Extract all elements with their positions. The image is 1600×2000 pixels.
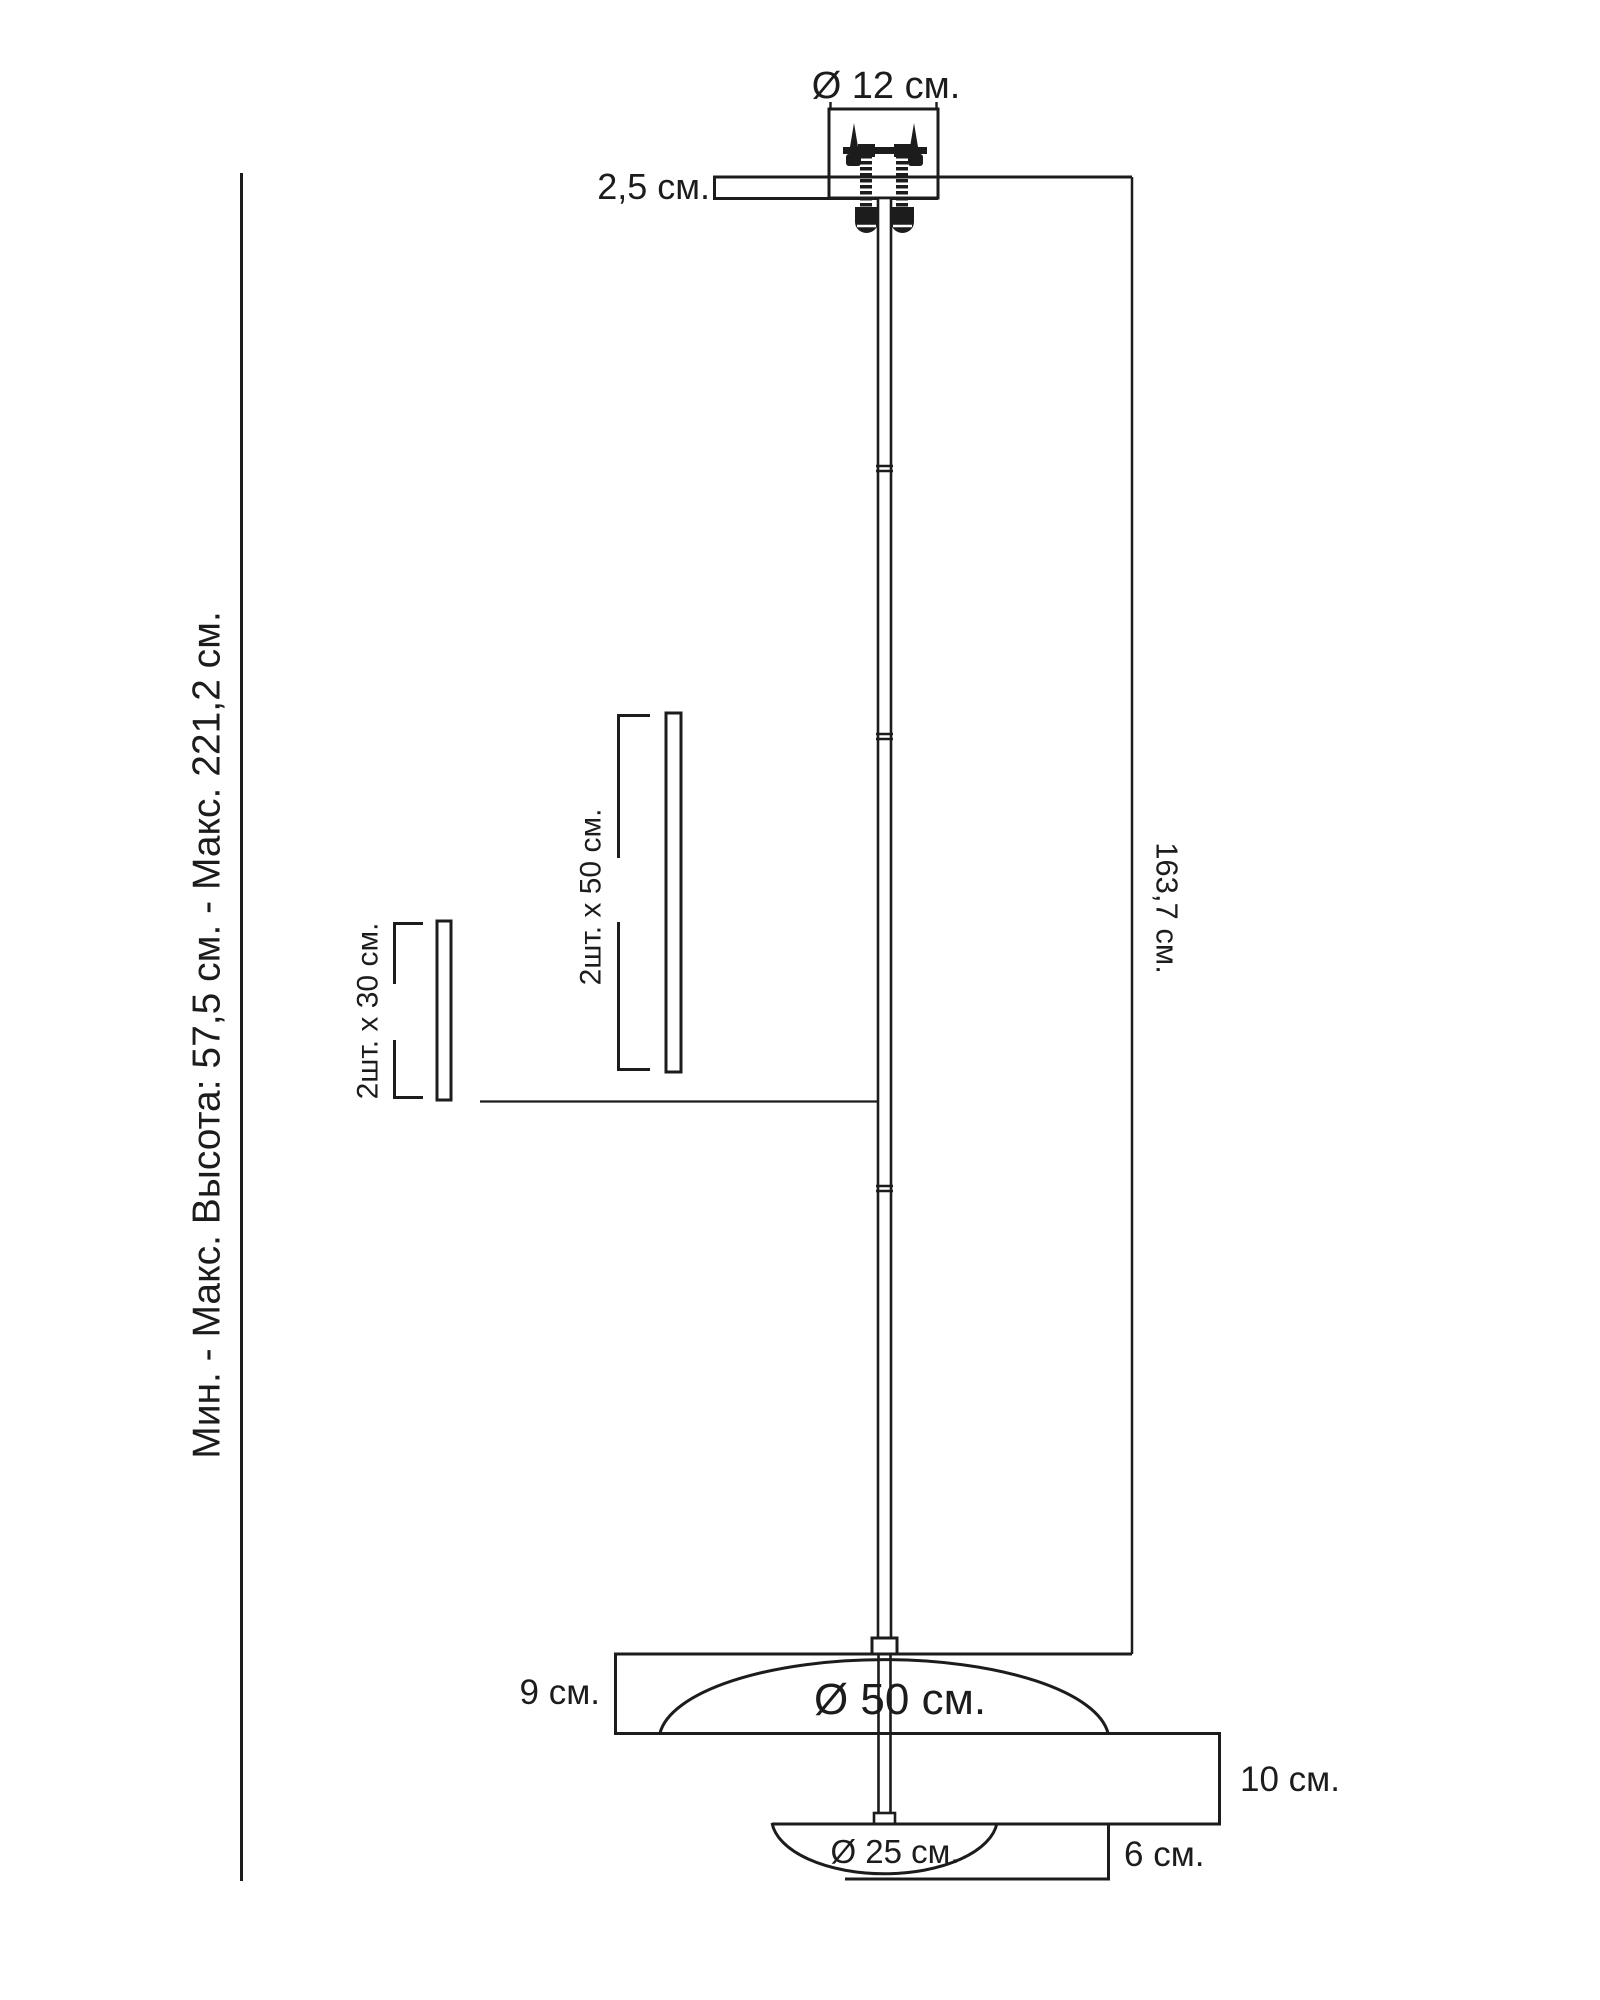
rod-diffuser-collar [872,1811,897,1826]
extension-50cm-label: 2шт. x 50 см. [575,809,608,986]
shade-dome-arc [658,1658,1110,1734]
rod-joint-2 [876,732,893,741]
rod-length-label: 163,7 см. [1150,842,1185,974]
rod-shade-collar [870,1636,899,1656]
rod-joint-3 [876,1184,893,1193]
mounting-nut-right [908,154,923,166]
diffuser-diameter-label: Ø 25 см. [830,1833,959,1870]
mounting-nut-left [846,154,861,166]
extension-50cm-bracket [617,714,650,1071]
shade-diameter-label: Ø 50 см. [814,1675,986,1724]
extension-rod-30cm [435,919,453,1102]
canopy-diameter-label: Ø 12 см. [812,65,961,107]
anchor-sleeve-right [891,207,914,233]
diffuser-bowl-arc [770,1822,999,1876]
overall-height-label: Мин. - Макс. Высота: 57,5 см. - Макс. 22… [186,611,229,1459]
rod-joint-1 [876,464,893,473]
shade-body-height-label: 10 см. [1240,1760,1340,1799]
anchor-sleeve-left [855,207,878,233]
mounting-screw-tip-right [910,123,918,147]
diffuser-height-label: 6 см. [1124,1835,1204,1874]
shade-rim-height-label: 9 см. [520,1673,600,1712]
main-rod-upper [876,196,893,1641]
plate-thickness-label: 2,5 см. [597,166,710,207]
mounting-screw-tip-left [850,123,858,147]
mounting-strap-bar [843,147,927,154]
extension-30cm-bracket [393,922,423,1099]
hanger-bolt-head-left [858,144,875,157]
extension-rod-50cm [664,711,683,1074]
extension-30cm-label: 2шт. x 30 см. [352,923,385,1100]
hanger-bolt-head-right [894,144,911,157]
